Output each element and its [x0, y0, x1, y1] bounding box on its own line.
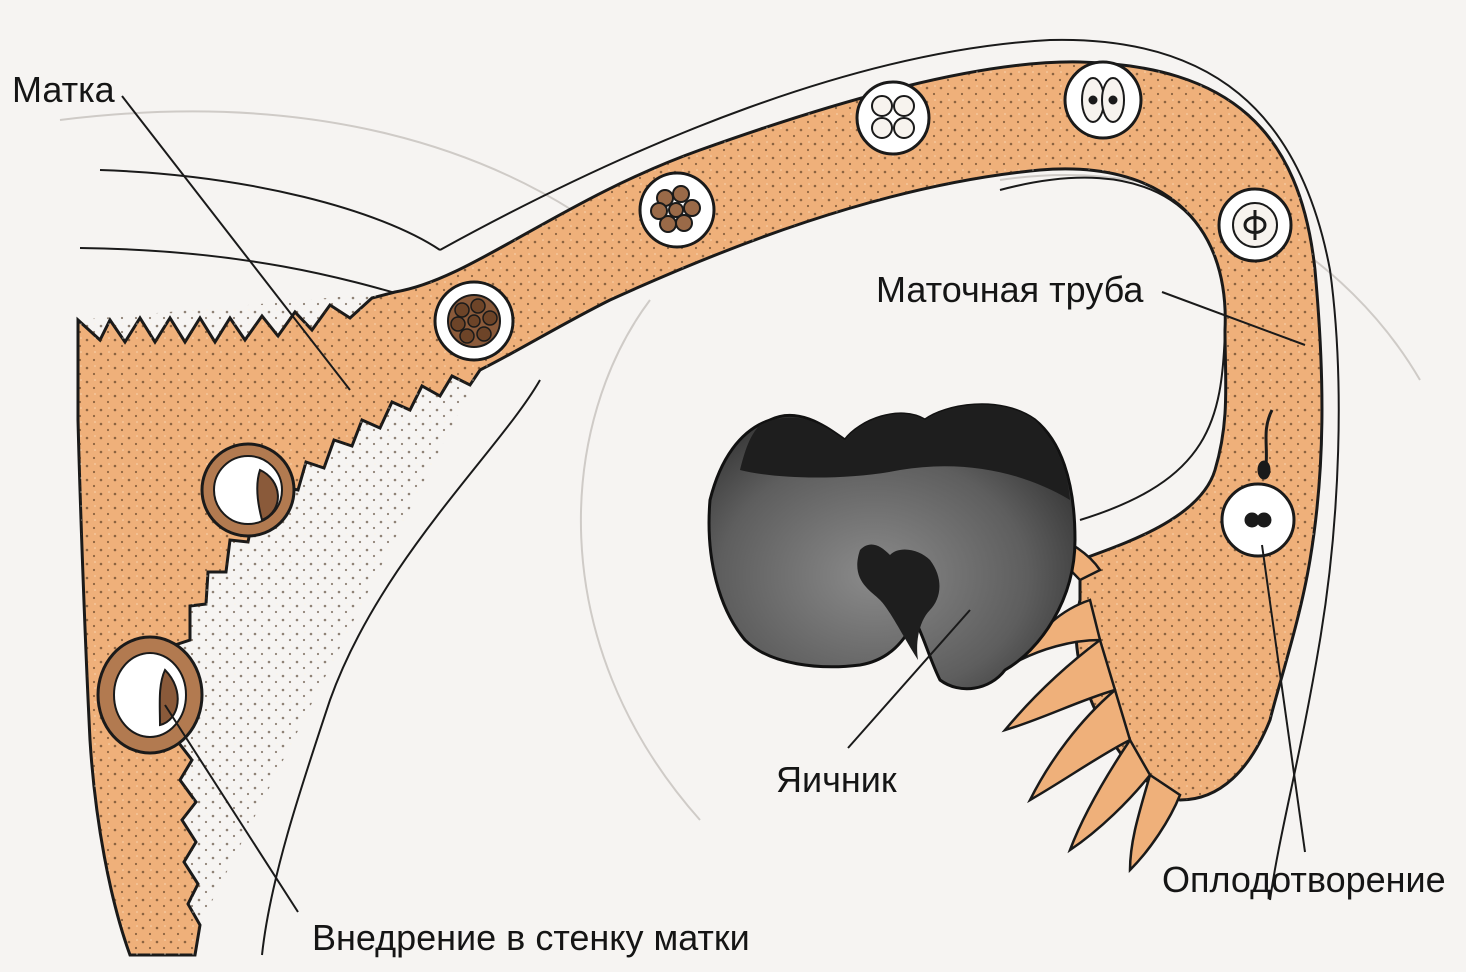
morula-stage	[435, 282, 513, 360]
eight-cell-stage	[640, 173, 714, 247]
label-ovary: Яичник	[776, 762, 897, 798]
implanting-blastocyst-stage	[98, 637, 202, 753]
zygote-stage	[1219, 189, 1291, 261]
label-fallopian-tube: Маточная труба	[876, 272, 1143, 308]
label-fertilization: Оплодотворение	[1162, 862, 1446, 898]
label-implantation: Внедрение в стенку матки	[312, 920, 750, 956]
blastocyst-stage	[202, 444, 294, 536]
two-cell-stage	[1065, 62, 1141, 138]
label-uterus: Матка	[12, 72, 115, 108]
four-cell-stage	[857, 82, 929, 154]
ovary	[709, 405, 1075, 689]
